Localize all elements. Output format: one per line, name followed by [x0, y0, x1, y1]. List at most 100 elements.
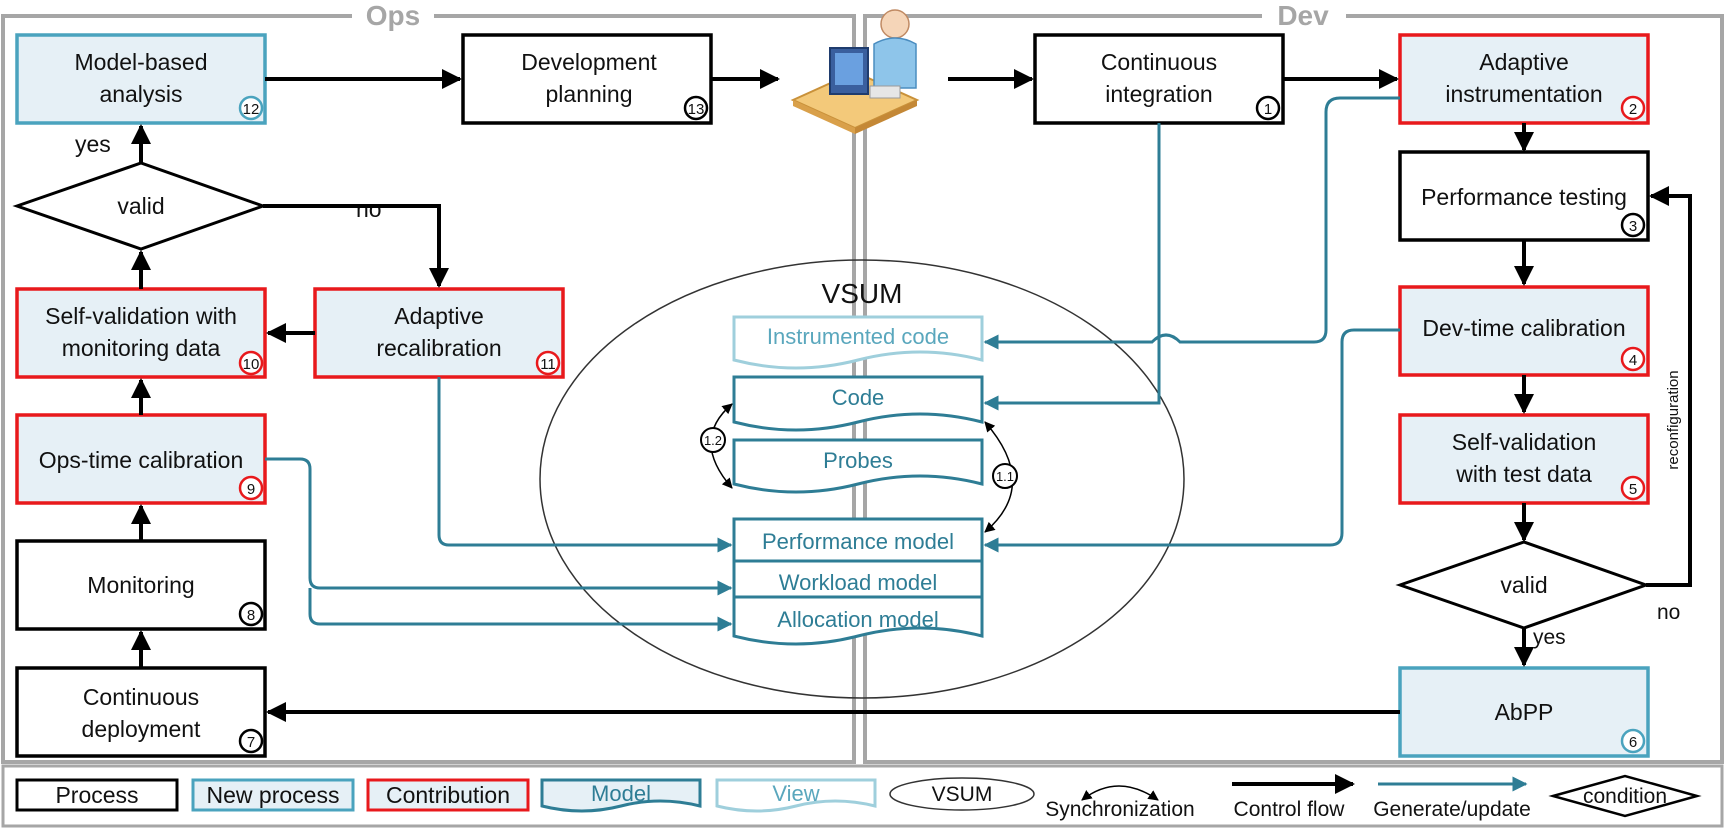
developer-workstation-icon: [790, 9, 920, 134]
box-monitoring: Monitoring 8: [15, 539, 267, 631]
box-adaptive-recalibration-line1: Adaptive: [394, 303, 484, 329]
ops-valid-diamond: valid: [12, 161, 268, 251]
model-stack: Performance model Workload model Allocat…: [732, 517, 984, 646]
box-performance-testing-label: Performance testing: [1421, 184, 1627, 210]
legend-synchronization: Synchronization: [1045, 785, 1195, 821]
box-model-based-analysis-line1: Model-based: [75, 49, 208, 75]
box-continuous-integration: Continuous integration 1: [1033, 33, 1285, 125]
box-performance-testing: Performance testing 3: [1398, 150, 1650, 242]
legend-contribution-label: Contribution: [386, 782, 510, 808]
box-continuous-integration-line2: integration: [1105, 81, 1212, 107]
box-development-planning-line2: planning: [546, 81, 633, 107]
view-instrumented-code-label: Instrumented code: [767, 324, 949, 349]
vsum-ellipse: VSUM: [539, 259, 1185, 699]
box-model-based-analysis-number: 12: [243, 101, 260, 118]
legend: Process New process Contribution Model V…: [15, 774, 1702, 821]
box-dev-time-calibration-number: 4: [1629, 352, 1637, 369]
box-adaptive-instrumentation: Adaptive instrumentation 2: [1398, 33, 1650, 125]
legend-new-process-label: New process: [207, 782, 340, 808]
sync-1-1-label: 1.1: [996, 469, 1014, 484]
dev-no-label: no: [1657, 601, 1680, 624]
legend-view: View: [715, 778, 877, 813]
legend-vsum: VSUM: [889, 777, 1035, 811]
box-adaptive-recalibration-number: 11: [540, 356, 556, 373]
box-adaptive-instrumentation-number: 2: [1629, 101, 1637, 118]
box-self-validation-monitoring-line1: Self-validation with: [45, 303, 237, 329]
model-probes: Probes: [732, 438, 984, 494]
box-adaptive-instrumentation-line2: instrumentation: [1445, 81, 1602, 107]
frame-dev: Dev: [863, 0, 1724, 764]
model-allocation-label: Allocation model: [777, 607, 938, 632]
legend-process-label: Process: [55, 782, 138, 808]
model-code: Code: [732, 375, 984, 432]
ops-yes-label: yes: [75, 131, 111, 157]
legend-new-process: New process: [191, 778, 355, 812]
view-instrumented-code: Instrumented code: [732, 315, 984, 370]
box-performance-testing-number: 3: [1629, 218, 1637, 235]
model-workload-label: Workload model: [779, 570, 938, 595]
legend-condition: condition: [1548, 774, 1702, 818]
box-abpp-number: 6: [1629, 734, 1637, 751]
box-model-based-analysis-line2: analysis: [99, 81, 182, 107]
ops-no-label: no: [356, 196, 382, 222]
generate-update-arrows: [265, 96, 1400, 632]
legend-control-flow: Control flow: [1232, 774, 1355, 821]
box-model-based-analysis: Model-based analysis 12: [15, 33, 267, 125]
box-development-planning-number: 13: [688, 101, 705, 118]
box-ops-time-calibration: Ops-time calibration 9: [15, 413, 267, 505]
box-monitoring-label: Monitoring: [87, 572, 194, 598]
box-self-validation-test-number: 5: [1629, 481, 1637, 498]
box-self-validation-test-line1: Self-validation: [1452, 429, 1596, 455]
box-dev-time-calibration: Dev-time calibration 4: [1398, 285, 1650, 377]
box-continuous-deployment-line1: Continuous: [83, 684, 199, 710]
legend-model: Model: [540, 778, 702, 813]
box-dev-time-calibration-label: Dev-time calibration: [1422, 315, 1625, 341]
box-self-validation-test: Self-validation with test data 5: [1398, 413, 1650, 505]
ops-section-title: Ops: [366, 0, 420, 31]
box-self-validation-monitoring-line2: monitoring data: [62, 335, 221, 361]
dev-section-title: Dev: [1277, 0, 1329, 31]
box-adaptive-recalibration-line2: recalibration: [376, 335, 501, 361]
box-adaptive-instrumentation-line1: Adaptive: [1479, 49, 1569, 75]
sync-1-2: 1.2: [700, 403, 733, 489]
sync-1-1: 1.1: [984, 421, 1018, 533]
model-performance-label: Performance model: [762, 529, 954, 554]
box-abpp-label: AbPP: [1495, 699, 1554, 725]
box-self-validation-test-line2: with test data: [1455, 461, 1592, 487]
model-code-label: Code: [832, 385, 885, 410]
box-adaptive-recalibration: Adaptive recalibration 11: [313, 287, 565, 379]
box-continuous-integration-line1: Continuous: [1101, 49, 1217, 75]
ops-valid-label: valid: [117, 193, 164, 219]
vsum-title: VSUM: [822, 278, 903, 309]
legend-synchronization-label: Synchronization: [1045, 798, 1194, 821]
box-ops-time-calibration-label: Ops-time calibration: [39, 447, 244, 473]
legend-model-label: Model: [591, 781, 651, 806]
model-probes-label: Probes: [823, 448, 893, 473]
legend-process: Process: [15, 778, 179, 812]
box-ops-time-calibration-number: 9: [247, 481, 255, 498]
legend-view-label: View: [772, 781, 819, 806]
frame-legend: [1, 764, 1724, 828]
legend-generate-update: Generate/update: [1373, 776, 1531, 821]
legend-contribution: Contribution: [366, 778, 530, 812]
dev-valid-diamond: valid: [1395, 540, 1651, 630]
box-self-validation-monitoring: Self-validation with monitoring data 10: [15, 287, 267, 379]
dev-yes-label: yes: [1533, 626, 1566, 649]
box-development-planning-line1: Development: [521, 49, 657, 75]
sync-1-2-label: 1.2: [704, 433, 722, 448]
box-abpp: AbPP 6: [1398, 666, 1650, 758]
dev-valid-label: valid: [1500, 572, 1547, 598]
box-continuous-deployment-number: 7: [247, 734, 255, 751]
box-self-validation-monitoring-number: 10: [243, 356, 260, 373]
control-flow-arrows: [131, 69, 1692, 722]
reconfiguration-label: reconfiguration: [1665, 370, 1682, 469]
box-development-planning: Development planning 13: [461, 33, 713, 125]
box-continuous-deployment: Continuous deployment 7: [15, 666, 267, 758]
legend-control-flow-label: Control flow: [1234, 798, 1346, 821]
box-continuous-integration-number: 1: [1264, 101, 1272, 118]
box-continuous-deployment-line2: deployment: [82, 716, 202, 742]
box-monitoring-number: 8: [247, 607, 255, 624]
legend-condition-label: condition: [1583, 785, 1667, 808]
legend-generate-update-label: Generate/update: [1373, 798, 1531, 821]
